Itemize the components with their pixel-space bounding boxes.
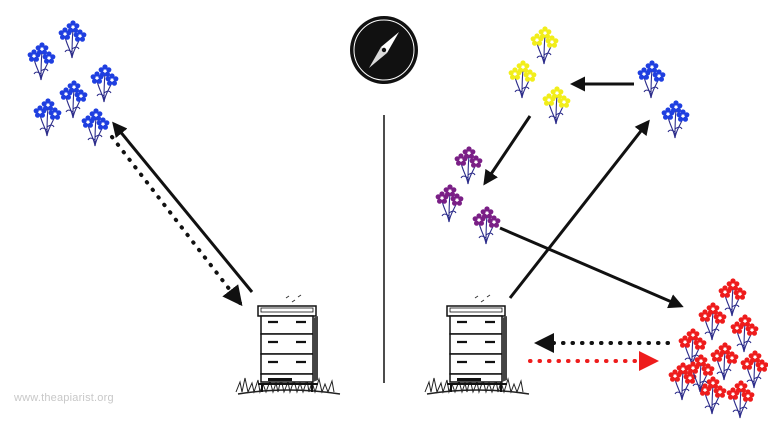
route-hive-to-blue-left: [110, 135, 243, 307]
beehive-icon-left: [234, 293, 342, 396]
route-blue-to-hive-left: [112, 121, 254, 293]
flower-cluster-yellow: [509, 26, 571, 124]
beehive-icon-right: [423, 293, 531, 396]
flower-cluster-purple: [436, 146, 501, 244]
route-yellow-to-purple: [483, 115, 532, 186]
compass-icon: [350, 16, 418, 84]
flower-cluster-blue-left: [28, 20, 119, 146]
route-purple-to-red: [499, 226, 684, 309]
route-hive-to-blue-right: [508, 119, 650, 299]
flower-cluster-red: [669, 278, 768, 418]
credit-text: www.theapiarist.org: [14, 392, 114, 404]
